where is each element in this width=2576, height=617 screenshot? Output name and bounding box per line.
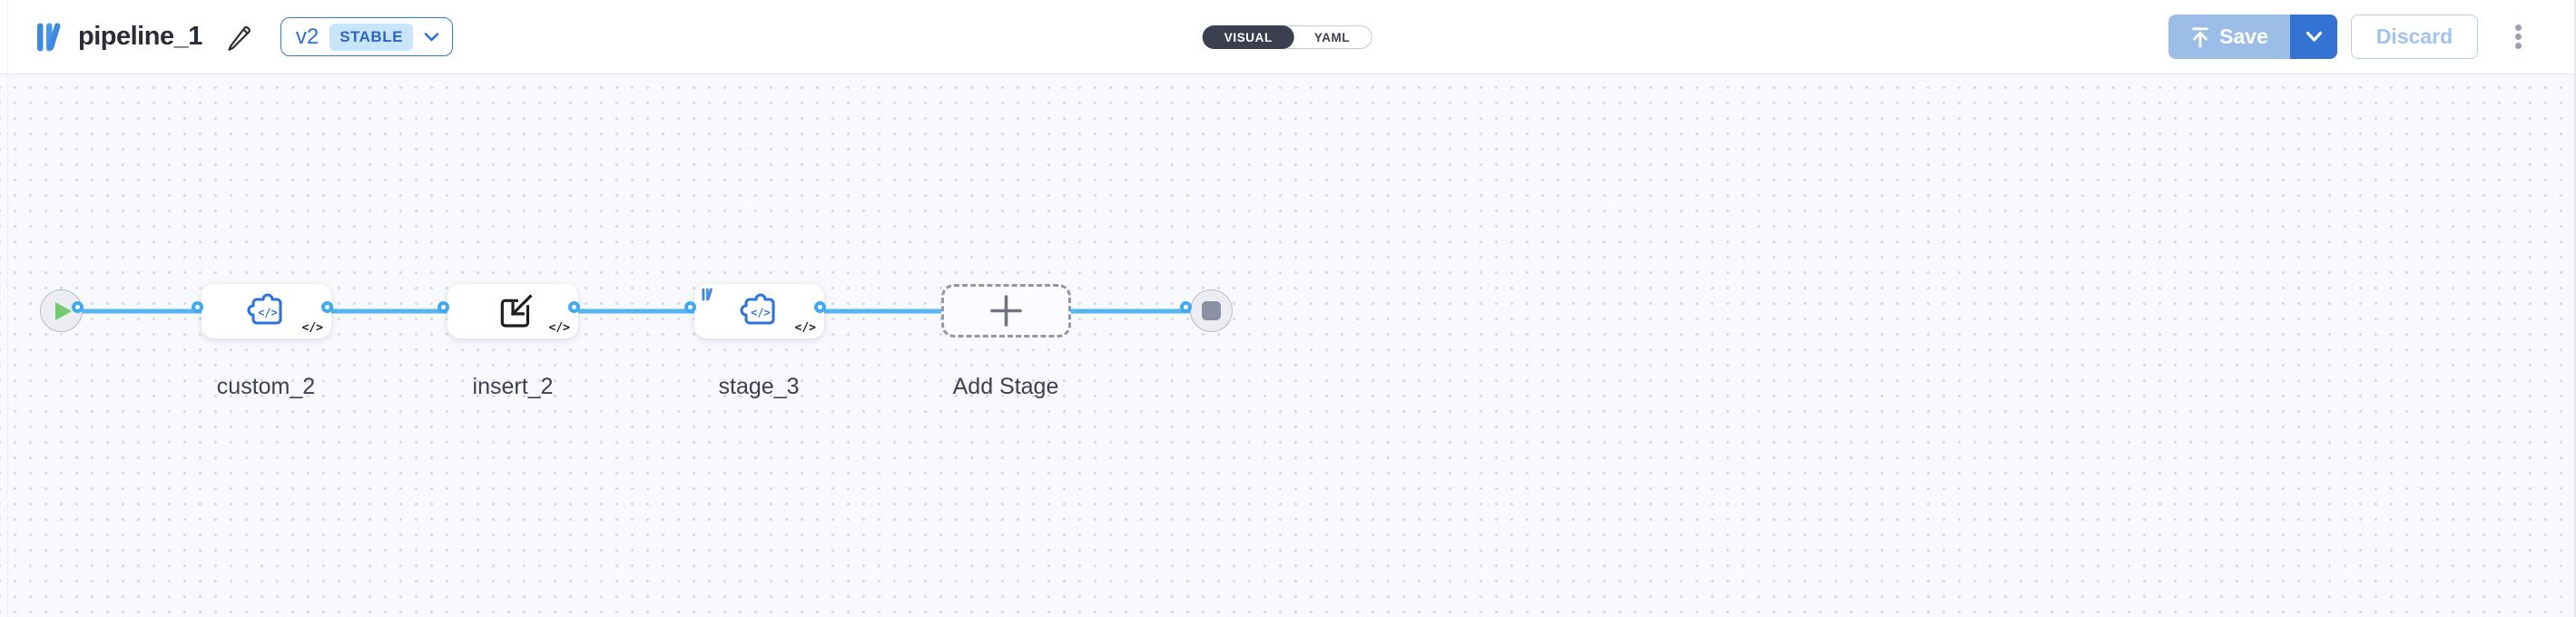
add-stage-label: Add Stage — [952, 374, 1059, 399]
header-actions: Save Discard — [2168, 15, 2531, 59]
port-insert2-in[interactable] — [438, 301, 449, 313]
port-insert2-out[interactable] — [568, 301, 580, 313]
page-title: pipeline_1 — [78, 22, 202, 51]
edit-title-button[interactable] — [222, 20, 257, 54]
version-selector[interactable]: v2 STABLE — [280, 17, 453, 56]
more-options-button[interactable] — [2505, 15, 2531, 59]
code-badge: </> — [794, 321, 816, 335]
port-custom2-in[interactable] — [192, 301, 203, 313]
stage-node-stage-3[interactable]: </> </> — [694, 284, 824, 338]
port-end-in[interactable] — [1180, 301, 1192, 313]
stage-label-custom-2: custom_2 — [216, 374, 316, 399]
save-options-button[interactable] — [2289, 15, 2337, 59]
library-icon — [37, 22, 61, 51]
stage-label-stage-3: stage_3 — [718, 374, 800, 399]
status-badge: STABLE — [329, 23, 413, 51]
save-split-button: Save — [2168, 15, 2337, 59]
chevron-down-icon — [424, 32, 439, 41]
pencil-icon — [228, 25, 251, 51]
port-stage3-in[interactable] — [684, 301, 696, 313]
discard-button[interactable]: Discard — [2351, 15, 2478, 59]
import-icon — [500, 293, 533, 328]
library-icon — [702, 288, 713, 301]
tab-yaml[interactable]: YAML — [1313, 30, 1351, 44]
stage-label-insert-2: insert_2 — [472, 374, 554, 399]
version-label: v2 — [295, 24, 320, 49]
puzzle-code-icon: </> — [740, 293, 775, 325]
pipeline-edges — [82, 308, 1190, 314]
plus-icon — [990, 295, 1022, 327]
port-custom2-out[interactable] — [321, 301, 333, 313]
pipeline-canvas[interactable]: </> </> </> </> </> — [0, 74, 2574, 616]
stage-node-insert-2[interactable]: </> — [447, 284, 578, 338]
puzzle-code-icon: </> — [247, 293, 282, 325]
save-button-label: Save — [2219, 24, 2268, 48]
tab-visual[interactable]: VISUAL — [1202, 25, 1294, 49]
pipeline-end-node[interactable] — [1190, 289, 1233, 332]
port-start-out[interactable] — [72, 301, 84, 313]
add-stage-button[interactable] — [941, 284, 1071, 338]
code-badge: </> — [301, 321, 323, 335]
svg-text:</>: </> — [751, 307, 771, 319]
svg-text:</>: </> — [258, 307, 278, 319]
play-icon — [54, 301, 72, 320]
save-button[interactable]: Save — [2168, 15, 2289, 59]
upload-arrow-icon — [2192, 26, 2208, 48]
port-stage3-out[interactable] — [814, 301, 826, 313]
chevron-down-icon — [2306, 31, 2322, 42]
kebab-menu-icon — [2514, 24, 2522, 31]
stage-node-custom-2[interactable]: </> </> — [202, 284, 331, 338]
view-mode-toggle: VISUAL YAML — [1202, 25, 1372, 49]
stop-icon — [1202, 301, 1221, 320]
header-bar: pipeline_1 v2 STABLE VISUAL YAML — [0, 0, 2574, 74]
code-badge: </> — [548, 321, 570, 335]
